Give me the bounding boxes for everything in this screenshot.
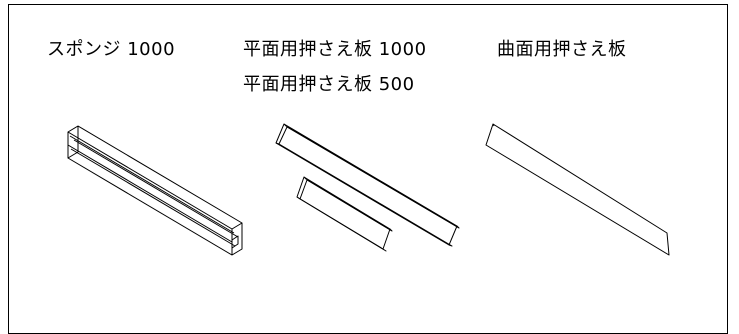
figure-frame: スポンジ 1000 平面用押さえ板 1000 平面用押さえ板 500 曲面用押さ… — [8, 4, 728, 334]
label-sponge-1000: スポンジ 1000 — [47, 39, 176, 60]
label-curved-plate: 曲面用押さえ板 — [497, 39, 627, 60]
label-flat-plate-1000: 平面用押さえ板 1000 — [243, 39, 427, 60]
curved-plate-drawing — [485, 123, 670, 256]
flat-plate-500-drawing — [296, 176, 393, 252]
parts-illustration — [67, 123, 670, 256]
label-flat-plate-500: 平面用押さえ板 500 — [243, 74, 415, 95]
sponge-1000-drawing — [67, 125, 243, 256]
flat-plate-1000-drawing — [275, 123, 460, 247]
